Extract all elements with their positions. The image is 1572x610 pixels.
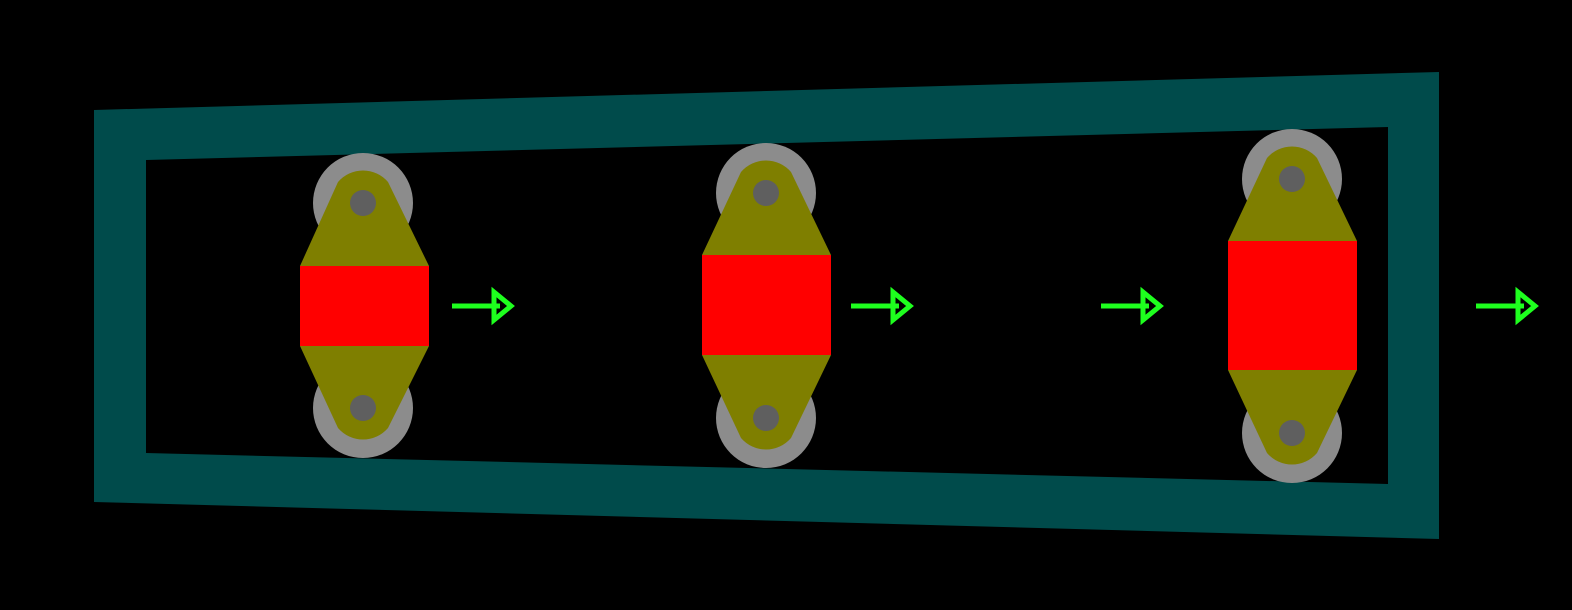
arrow-2 [851, 286, 914, 326]
drill-hole-top [1279, 166, 1305, 192]
arrow-4 [1476, 286, 1539, 326]
component-body [1228, 241, 1357, 370]
component-3[interactable] [1228, 129, 1357, 483]
copper-lobe-bottom [702, 355, 831, 450]
component-2[interactable] [702, 143, 831, 468]
copper-lobe-top [1228, 146, 1357, 241]
drill-hole-bottom [350, 395, 376, 421]
component-body [300, 266, 429, 346]
copper-lobe-bottom [300, 346, 429, 440]
component-body [702, 255, 831, 355]
drill-hole-top [350, 190, 376, 216]
drill-hole-bottom [1279, 420, 1305, 446]
drill-hole-top [753, 180, 779, 206]
copper-lobe-top [300, 170, 429, 266]
component-1[interactable] [300, 153, 429, 458]
copper-lobe-bottom [1228, 370, 1357, 465]
board-frame [94, 72, 1439, 539]
arrow-3 [1101, 286, 1164, 326]
drill-hole-bottom [753, 405, 779, 431]
copper-lobe-top [702, 160, 831, 255]
arrow-1 [452, 286, 515, 326]
